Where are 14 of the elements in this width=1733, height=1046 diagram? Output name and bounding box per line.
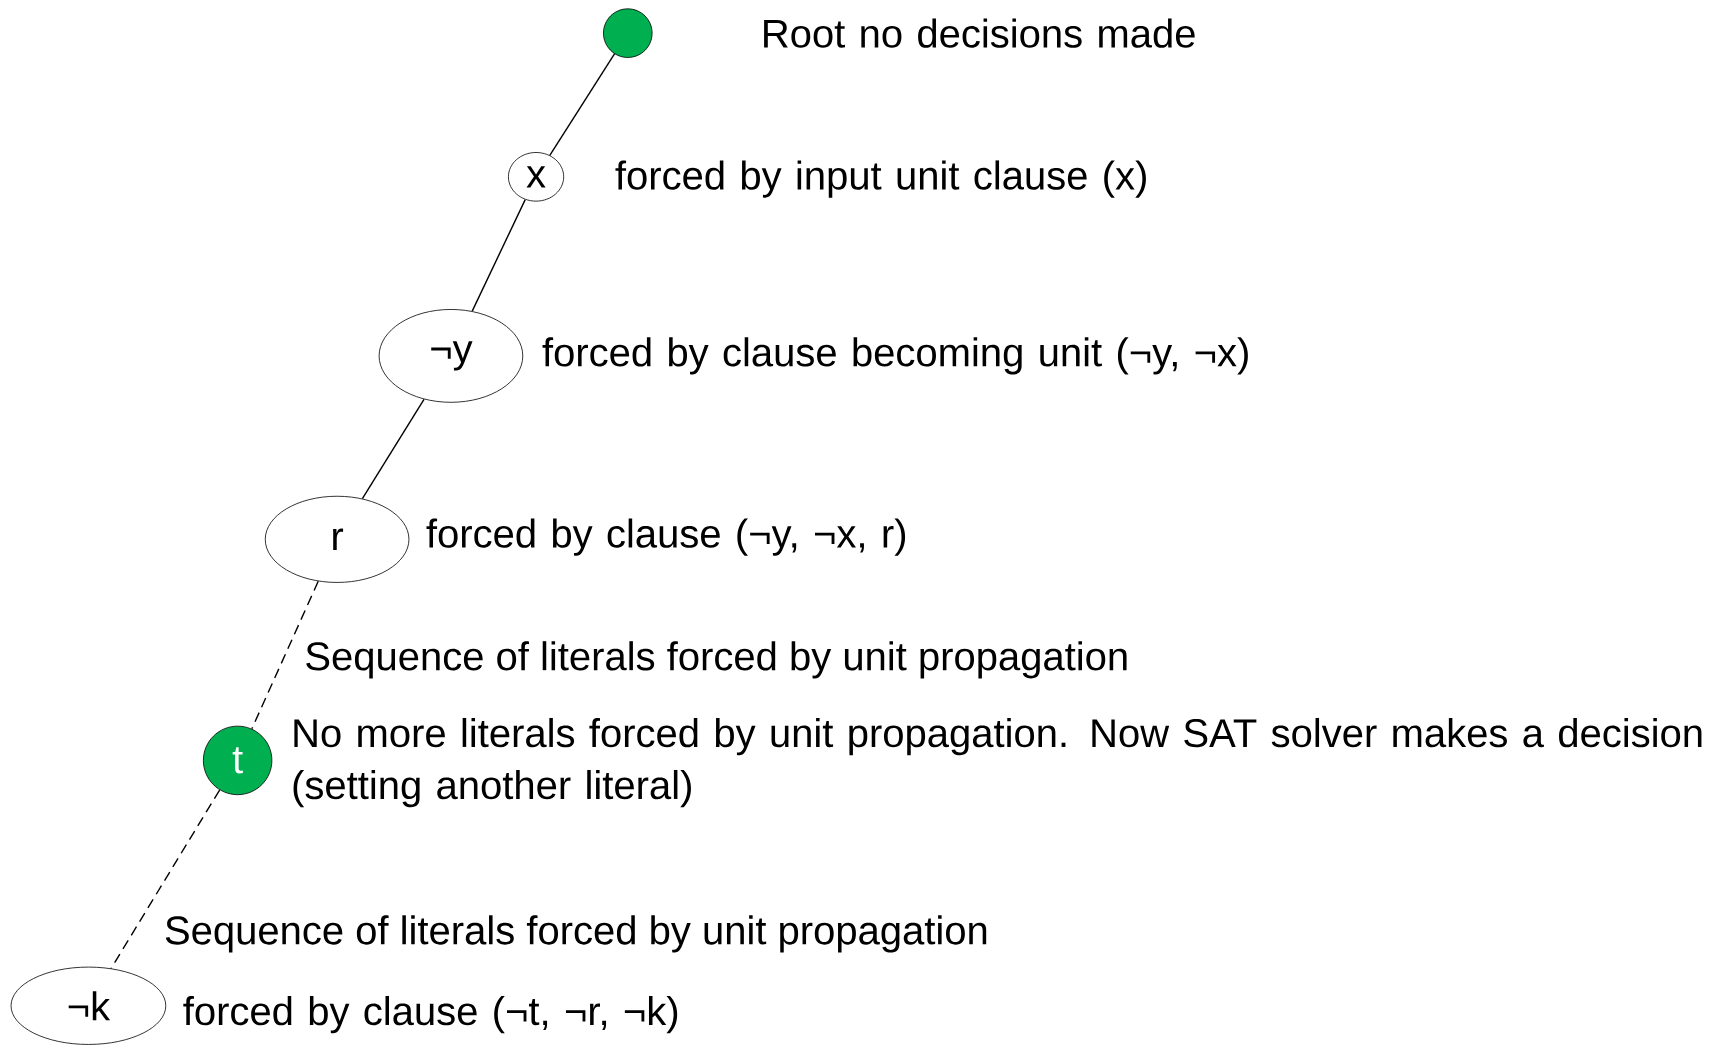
tree-edge [549,53,616,157]
tree-edge [471,199,526,313]
node-caption: Root no decisions made [764,18,1195,49]
node-caption: forced by clause (¬t, ¬r, ¬k) [183,996,678,1034]
tree-edge [110,789,221,970]
node-caption: forced by clause (¬y, ¬x, r) [426,518,906,556]
node-caption: forced by input unit clause (x) [615,160,1146,198]
node-caption: forced by clause becoming unit (¬y, ¬x) [542,337,1248,375]
decision-circle [603,8,653,59]
annotation-text: Sequence of literals forced by unit propagation [165,915,987,953]
node-caption: No more literals forced by unit propagation. Now SAT solver makes a decision (setting another literal) [293,718,1702,808]
annotation-text: Sequence of literals forced by unit propagation [306,641,1127,679]
tree-edge [251,580,319,730]
tree-edge [361,398,425,500]
